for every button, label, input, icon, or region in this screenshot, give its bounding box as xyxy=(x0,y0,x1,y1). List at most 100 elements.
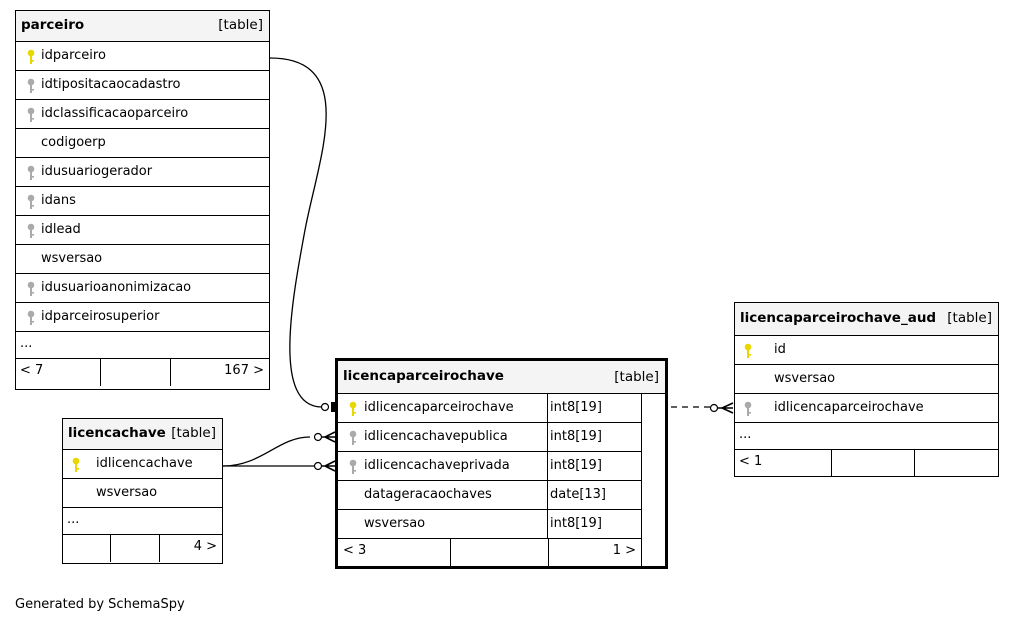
column-name: idtipositacaocadastro xyxy=(41,77,181,92)
table-header[interactable]: licencaparceirochave_aud [table] xyxy=(735,303,998,336)
table-footer: < 7 167 > xyxy=(16,359,269,386)
edge-parceiro-licencaparceirochave xyxy=(269,57,327,408)
edge-crowfoot xyxy=(718,402,734,414)
column-name: idlead xyxy=(41,222,81,237)
primary-key-icon xyxy=(72,457,80,472)
table-licencachave[interactable]: licencachave [table] idlicencachave wsver… xyxy=(62,418,223,564)
column-name: datageracaochaves xyxy=(364,487,492,502)
foreign-key-icon xyxy=(349,459,357,474)
column-name: idlicencachaveprivada xyxy=(364,458,510,473)
more-columns[interactable]: ... xyxy=(16,332,269,359)
foreign-key-icon xyxy=(349,430,357,445)
table-kind: [table] xyxy=(614,369,659,385)
column-name: wsversao xyxy=(41,251,103,266)
column-type: int8[19] xyxy=(550,400,602,415)
foreign-key-icon xyxy=(27,281,35,296)
table-name: parceiro xyxy=(21,17,85,33)
foreign-key-icon xyxy=(744,401,752,416)
column-row[interactable]: idlead xyxy=(16,216,269,245)
children-count[interactable]: 167 > xyxy=(224,363,264,378)
edge-end-circle xyxy=(320,402,330,412)
edge-crowfoot xyxy=(322,431,336,443)
edge-end-circle xyxy=(709,403,719,413)
column-row[interactable]: wsversao xyxy=(16,245,269,274)
column-row[interactable]: idparceirosuperior xyxy=(16,303,269,332)
column-name: wsversao xyxy=(364,516,426,531)
column-row[interactable]: idusuarioanonimizacao xyxy=(16,274,269,303)
table-footer: < 3 1 > xyxy=(338,539,641,566)
column-name: idusuariogerador xyxy=(41,164,153,179)
column-row[interactable]: wsversao xyxy=(63,479,222,508)
column-name: wsversao xyxy=(774,371,836,386)
foreign-key-icon xyxy=(27,223,35,238)
column-name: idclassificacaoparceiro xyxy=(41,106,189,121)
foreign-key-icon xyxy=(27,165,35,180)
children-count[interactable]: 4 > xyxy=(193,539,217,554)
parents-count[interactable]: < 1 xyxy=(739,454,763,469)
primary-key-icon xyxy=(349,401,357,416)
footer-empty-cell xyxy=(832,450,914,477)
column-name: idparceirosuperior xyxy=(41,309,160,324)
table-name: licencaparceirochave_aud xyxy=(740,310,937,326)
table-kind: [table] xyxy=(218,17,263,33)
parents-count[interactable]: < 7 xyxy=(20,363,44,378)
table-footer: < 1 xyxy=(735,450,998,477)
footer-empty-cell xyxy=(101,359,170,386)
table-licencaparceirochave-aud[interactable]: licencaparceirochave_aud [table] id wsver… xyxy=(734,302,999,477)
column-name: idlicencaparceirochave xyxy=(364,400,514,415)
primary-key-icon xyxy=(27,49,35,64)
edge-licencachave-publica xyxy=(222,436,311,467)
column-row[interactable]: idclassificacaoparceiro xyxy=(16,100,269,129)
foreign-key-icon xyxy=(27,78,35,93)
footer-empty-cell xyxy=(451,539,548,566)
table-kind: [table] xyxy=(171,425,216,441)
parents-count[interactable]: < 3 xyxy=(343,543,367,558)
foreign-key-icon xyxy=(27,194,35,209)
column-name: idans xyxy=(41,193,76,208)
column-type: int8[19] xyxy=(550,458,602,473)
column-name: idlicencaparceirochave xyxy=(774,400,924,415)
primary-key-icon xyxy=(744,343,752,358)
column-name: idusuarioanonimizacao xyxy=(41,280,192,295)
table-header[interactable]: licencaparceirochave [table] xyxy=(338,361,665,394)
column-name: id xyxy=(774,342,786,357)
column-row[interactable]: codigoerp xyxy=(16,129,269,158)
table-licencaparceirochave[interactable]: licencaparceirochave [table] idlicencapa… xyxy=(335,358,668,569)
edge-end-circle xyxy=(313,432,323,442)
table-name: licencaparceirochave xyxy=(343,368,504,384)
footer-empty-cell xyxy=(63,535,110,562)
more-columns[interactable]: ... xyxy=(735,423,998,450)
table-name: licencachave xyxy=(68,425,166,441)
foreign-key-icon xyxy=(27,107,35,122)
column-row[interactable]: idlicencachaveprivada int8[19] xyxy=(338,452,641,481)
column-row[interactable]: idusuariogerador xyxy=(16,158,269,187)
column-row[interactable]: idlicencachavepublica int8[19] xyxy=(338,423,641,452)
table-parceiro[interactable]: parceiro [table] idparceiro idtipositacao… xyxy=(15,10,270,390)
column-name: codigoerp xyxy=(41,135,106,150)
column-row[interactable]: idparceiro xyxy=(16,42,269,71)
children-count[interactable]: 1 > xyxy=(612,543,636,558)
more-columns[interactable]: ... xyxy=(63,508,222,535)
edge-crowfoot xyxy=(322,460,336,472)
column-row[interactable]: wsversao xyxy=(735,365,998,394)
column-name: idparceiro xyxy=(41,48,106,63)
generated-by-credit: Generated by SchemaSpy xyxy=(15,597,185,612)
column-name: idlicencachave xyxy=(96,456,193,471)
column-row[interactable]: wsversao int8[19] xyxy=(338,510,641,539)
edge-end-circle xyxy=(313,461,323,471)
column-name: idlicencachavepublica xyxy=(364,429,508,444)
column-name: wsversao xyxy=(96,485,158,500)
column-type: int8[19] xyxy=(550,516,602,531)
column-row[interactable]: idtipositacaocadastro xyxy=(16,71,269,100)
column-row[interactable]: idans xyxy=(16,187,269,216)
column-row[interactable]: idlicencaparceirochave int8[19] xyxy=(338,394,641,423)
table-header[interactable]: parceiro [table] xyxy=(16,11,269,42)
footer-empty-cell xyxy=(111,535,159,562)
column-row[interactable]: id xyxy=(735,336,998,365)
column-row[interactable]: idlicencachave xyxy=(63,450,222,479)
table-footer: 4 > xyxy=(63,535,222,562)
column-type: int8[19] xyxy=(550,429,602,444)
table-header[interactable]: licencachave [table] xyxy=(63,419,222,450)
column-row[interactable]: idlicencaparceirochave xyxy=(735,394,998,423)
